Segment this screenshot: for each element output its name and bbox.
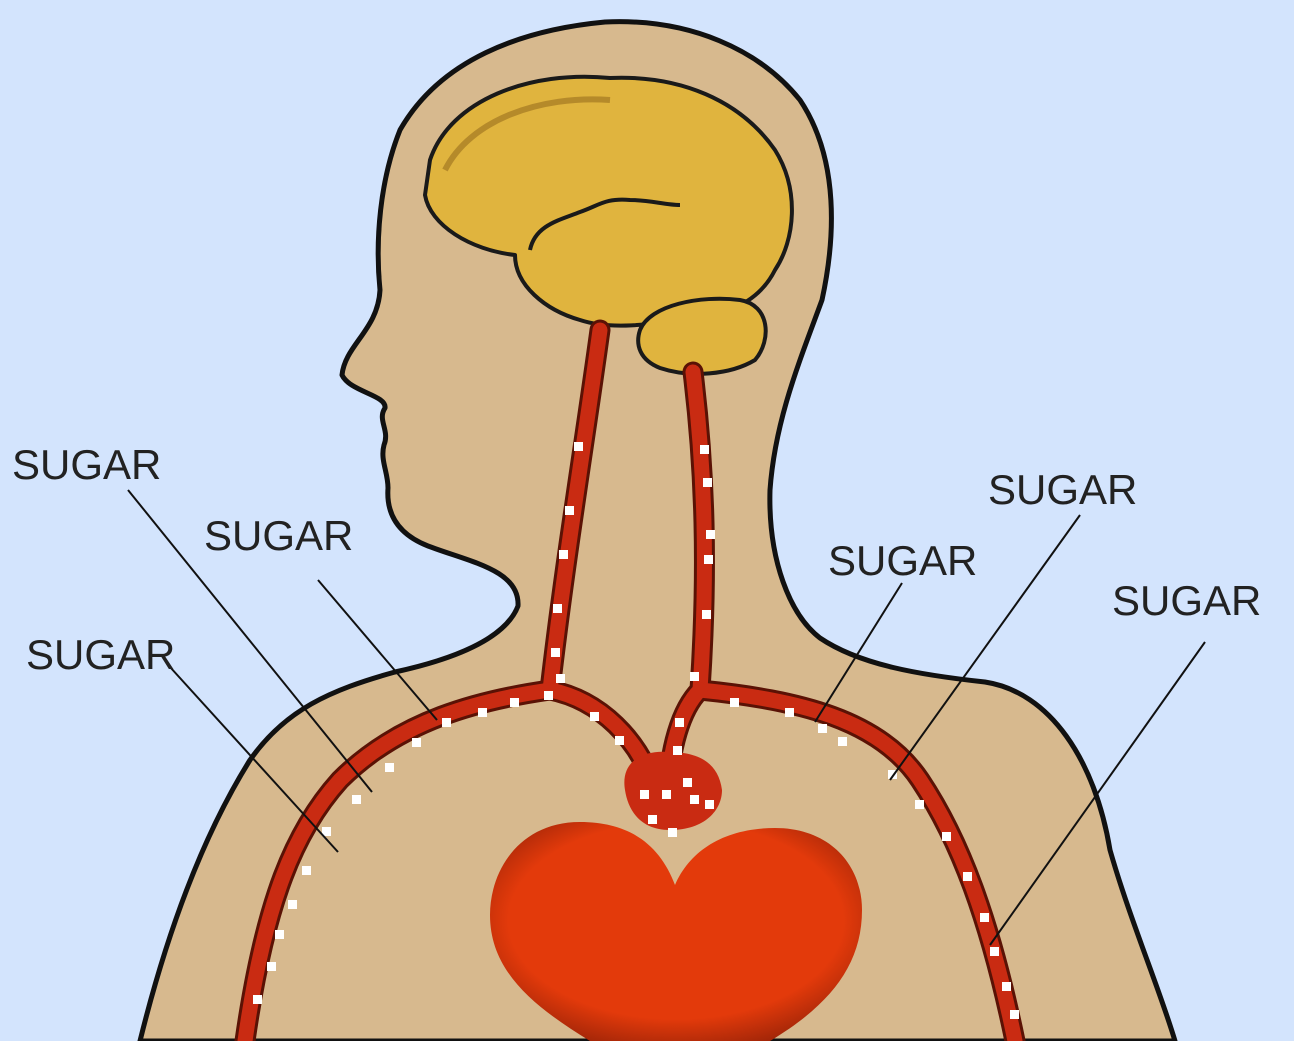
sugar-label-center-right: SUGAR xyxy=(828,540,977,582)
sugar-label-upper-left: SUGAR xyxy=(12,444,161,486)
sugar-label-lower-left: SUGAR xyxy=(26,634,175,676)
sugar-label-upper-right: SUGAR xyxy=(988,469,1137,511)
sugar-label-far-right: SUGAR xyxy=(1112,580,1261,622)
sugar-label-center-left: SUGAR xyxy=(204,515,353,557)
